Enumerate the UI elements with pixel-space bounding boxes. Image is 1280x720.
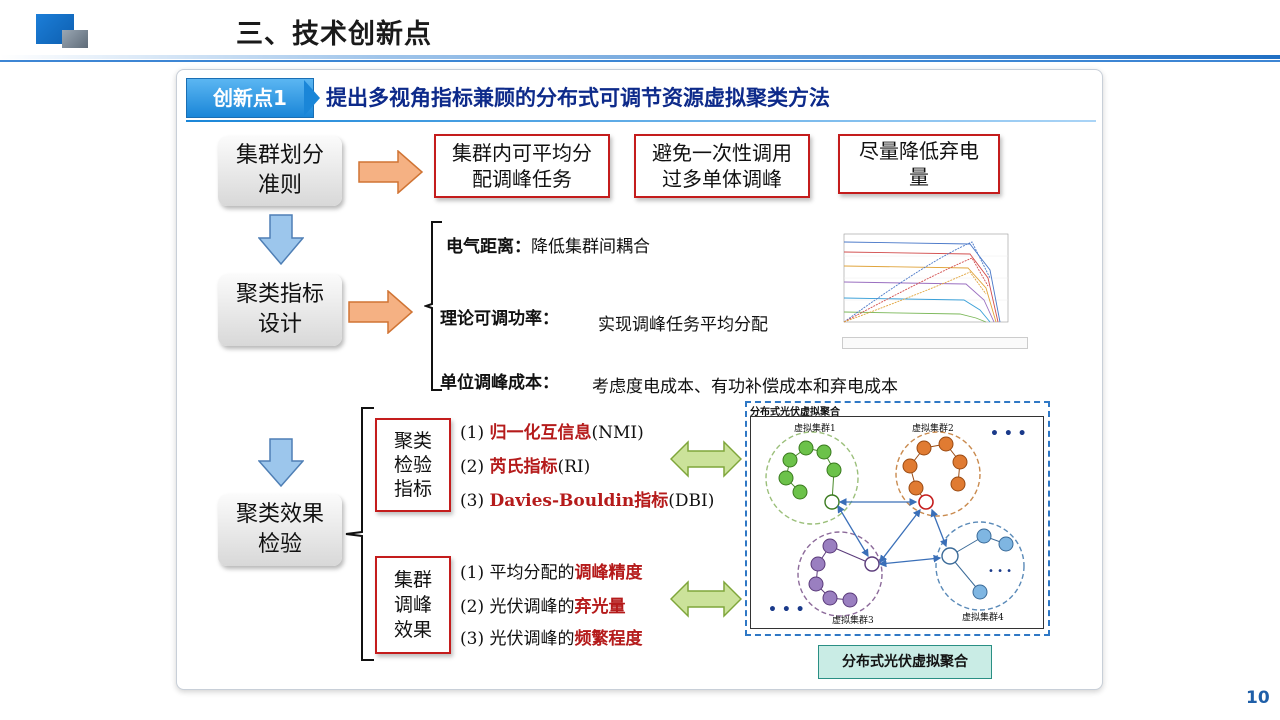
design-label: 聚类指标 设计	[218, 274, 342, 346]
headline-underline	[186, 120, 1096, 122]
pv-curve-chart	[843, 233, 1009, 323]
more-dots: • • •	[768, 602, 805, 618]
down-arrow-icon	[258, 214, 304, 266]
eval-item: (3) 光伏调峰的频繁程度	[460, 629, 643, 649]
network-caption: 分布式光伏虚拟聚合	[818, 645, 992, 679]
network-title: 分布式光伏虚拟聚合	[750, 407, 840, 418]
eval-item: (2) 光伏调峰的弃光量	[460, 597, 626, 617]
right-arrow-icon	[348, 290, 414, 334]
headline-arrow-icon	[304, 80, 320, 116]
goal-box: 避免一次性调用 过多单体调峰	[634, 134, 810, 198]
logo-block-gray	[62, 30, 88, 48]
cluster-label: 虚拟集群1	[794, 424, 836, 434]
more-dots: • • •	[988, 566, 1013, 577]
goal-box: 集群内可平均分 配调峰任务	[434, 134, 610, 198]
double-arrow-icon	[670, 440, 742, 478]
page-title: 三、技术创新点	[236, 19, 432, 50]
eval-item: (1) 归一化互信息(NMI)	[460, 423, 644, 443]
eval-item: (1) 平均分配的调峰精度	[460, 563, 643, 583]
eval-group-label: 集群 调峰 效果	[375, 556, 451, 654]
design-item: 理论可调功率：	[440, 309, 559, 329]
header-rule-thin	[0, 60, 1280, 62]
cluster-label: 虚拟集群2	[912, 424, 954, 434]
brace-icon	[424, 221, 442, 391]
goal-box: 尽量降低弃电 量	[838, 134, 1000, 194]
cluster-network-diagram	[765, 431, 1025, 617]
down-arrow-icon	[258, 438, 304, 488]
eval-group-label: 聚类 检验 指标	[375, 418, 451, 512]
design-item-desc: 考虑度电成本、有功补偿成本和弃电成本	[592, 377, 898, 397]
network-frame	[745, 401, 1050, 636]
header-rule	[0, 55, 1280, 59]
eval-item: (3) Davies-Bouldin指标(DBI)	[460, 491, 715, 511]
chart-legend	[842, 337, 1028, 349]
design-item: 电气距离：降低集群间耦合	[446, 237, 650, 257]
page-number: 10	[1246, 688, 1270, 708]
double-arrow-icon	[670, 580, 742, 618]
network-inner-frame	[750, 416, 1044, 629]
criteria-label: 集群划分 准则	[218, 136, 342, 206]
cluster-label: 虚拟集群4	[962, 613, 1004, 623]
design-item: 单位调峰成本：	[440, 373, 559, 393]
more-dots: • • •	[990, 426, 1027, 442]
innovation-title: 提出多视角指标兼顾的分布式可调节资源虚拟聚类方法	[326, 86, 830, 110]
right-arrow-icon	[358, 150, 424, 194]
design-item-desc: 实现调峰任务平均分配	[598, 315, 768, 335]
brace-icon	[345, 407, 374, 661]
evaluation-label: 聚类效果 检验	[218, 494, 342, 566]
innovation-badge: 创新点1	[186, 78, 314, 118]
eval-item: (2) 芮氏指标(RI)	[460, 457, 591, 477]
cluster-label: 虚拟集群3	[832, 616, 874, 626]
